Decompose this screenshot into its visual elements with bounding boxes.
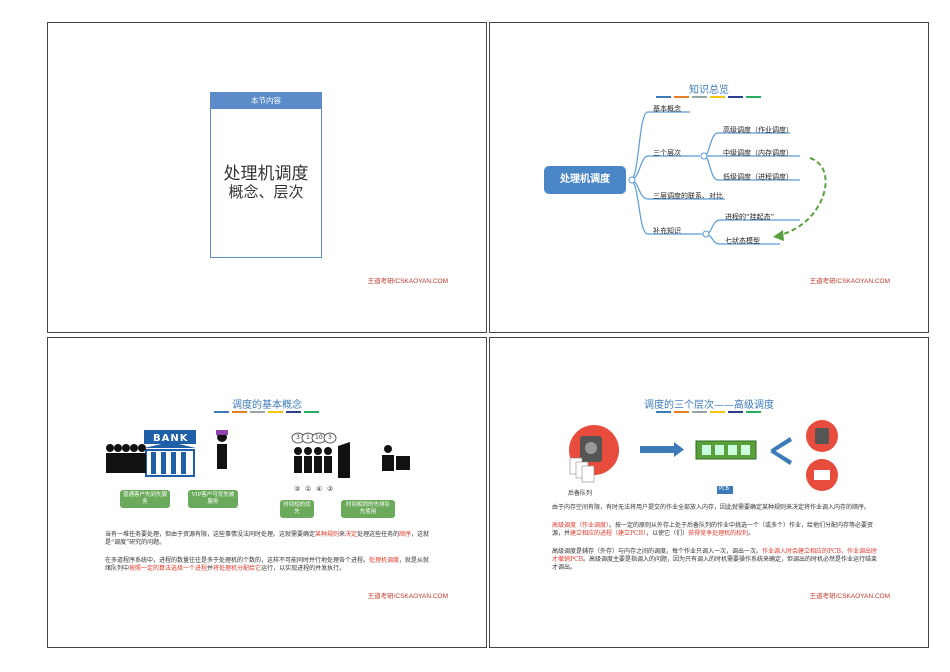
- slide-2[interactable]: 知识总览 处理机调度 基本概念 三个层次 三层调度的联系、对比 补充知识 高级调…: [489, 22, 929, 333]
- bank-label: BANK: [153, 433, 189, 444]
- underline-segment: [214, 411, 229, 413]
- tag-4: 3: [328, 434, 332, 441]
- paragraph-1: 当有一堆任务要处理，但由于资源有限，这些事情没法同时处理。这就需要确定某种规则来…: [105, 531, 430, 546]
- order-4: ②: [327, 485, 334, 493]
- underline-segment: [710, 96, 725, 98]
- slide-footer: 王道考研/CSKAOYAN.COM: [809, 278, 890, 285]
- section-title: 处理机调度: [223, 164, 309, 184]
- underline-segment: [268, 411, 283, 413]
- mindmap-root: 处理机调度: [544, 166, 626, 194]
- underline-segment: [656, 411, 671, 413]
- slide-footer: 王道考研/CSKAOYAN.COM: [809, 593, 890, 600]
- section-card: 本节内容 处理机调度 概念、层次: [210, 92, 322, 258]
- card-header: 本节内容: [211, 93, 321, 109]
- bubble-normal-customer: 普通客户先到先服务: [120, 490, 170, 508]
- underline-segment: [728, 96, 743, 98]
- bubble-short-first: 时间短的优先: [280, 500, 314, 518]
- branch-levels: 三个层次: [653, 149, 681, 157]
- underline-segment: [304, 411, 319, 413]
- high-level-scheduling-illustration: [569, 420, 838, 494]
- paragraph-3: 高级调度是辅存（外存）与内存之间的调度。每个作业只调入一次，调出一次。作业调入时…: [552, 548, 878, 571]
- arrow-right-icon: [640, 446, 674, 453]
- toilet-queue-icon: [294, 442, 410, 478]
- tag-2: 1: [306, 434, 310, 441]
- section-subtitle: 概念、层次: [228, 183, 304, 201]
- underline-segment: [746, 411, 761, 413]
- underline-segment: [674, 96, 689, 98]
- slide-3[interactable]: 调度的基本概念: [47, 337, 487, 648]
- slide-title: 调度的三个层次——高级调度: [644, 400, 774, 411]
- underline-segment: [674, 411, 689, 413]
- people-queue-icon: [106, 430, 228, 473]
- backup-queue-label: 后备队列: [568, 490, 593, 497]
- tag-3: 10: [315, 434, 323, 441]
- bank-building-icon: [144, 442, 196, 477]
- paragraph-2: 在多道程序系统中，进程的数量往往是多于处理机的个数的，这样不可能同时并行地处理各…: [105, 557, 430, 572]
- underline-segment: [710, 411, 725, 413]
- level-high: 高级调度（作业调度）: [723, 126, 793, 134]
- slide-footer: 王道考研/CSKAOYAN.COM: [367, 278, 448, 285]
- bubble-same-time-fifo: 时间相同的先排队先使用: [341, 500, 395, 518]
- underline-segment: [728, 411, 743, 413]
- underline-segment: [656, 96, 671, 98]
- branch-relation: 三层调度的联系、对比: [653, 192, 723, 200]
- slide-footer: 王道考研/CSKAOYAN.COM: [367, 593, 448, 600]
- slide-title: 知识总览: [689, 85, 729, 96]
- underline-segment: [286, 411, 301, 413]
- branch-extra: 补充知识: [653, 227, 681, 235]
- paragraph-2: 高级调度（作业调度）。按一定的原则从外存上处于后备队列的作业中挑选一个（或多个）…: [552, 522, 874, 537]
- bubble-vip-customer: VIP客户可优先被服务: [188, 490, 238, 508]
- pcb-label: PCB: [719, 486, 729, 492]
- order-1: ③: [294, 485, 301, 493]
- extra-seven-state: 七状态模型: [725, 237, 760, 245]
- queue-illustration: [106, 430, 410, 478]
- level-low: 低级调度（进程调度）: [723, 173, 793, 181]
- underline-segment: [250, 411, 265, 413]
- branch-basic: 基本概念: [653, 105, 681, 113]
- level-mid: 中级调度（内存调度）: [723, 149, 793, 157]
- memory-chip-icon: [695, 440, 757, 460]
- extra-suspend: 进程的“挂起态”: [725, 213, 775, 221]
- underline-segment: [232, 411, 247, 413]
- slide-title: 调度的基本概念: [232, 400, 302, 411]
- document-stack-icon: [569, 457, 595, 483]
- slide-4[interactable]: 调度的三个层次——高级调度 后备队列 PCB 由于内存空间有限，有时无法将用户提…: [489, 337, 929, 648]
- pcb-box: [717, 486, 733, 494]
- underline-segment: [746, 96, 761, 98]
- order-3: ④: [316, 485, 323, 493]
- tag-1: 3: [296, 434, 300, 441]
- underline-segment: [692, 411, 707, 413]
- order-2: ①: [305, 485, 312, 493]
- underline-segment: [692, 96, 707, 98]
- paragraph-1: 由于内存空间有限，有时无法将用户提交的作业全部放入内存，因此就需要确定某种规则来…: [552, 504, 871, 511]
- slide-1[interactable]: 本节内容 处理机调度 概念、层次 王道考研/CSKAOYAN.COM: [47, 22, 487, 333]
- mindmap-connectors: [628, 111, 827, 245]
